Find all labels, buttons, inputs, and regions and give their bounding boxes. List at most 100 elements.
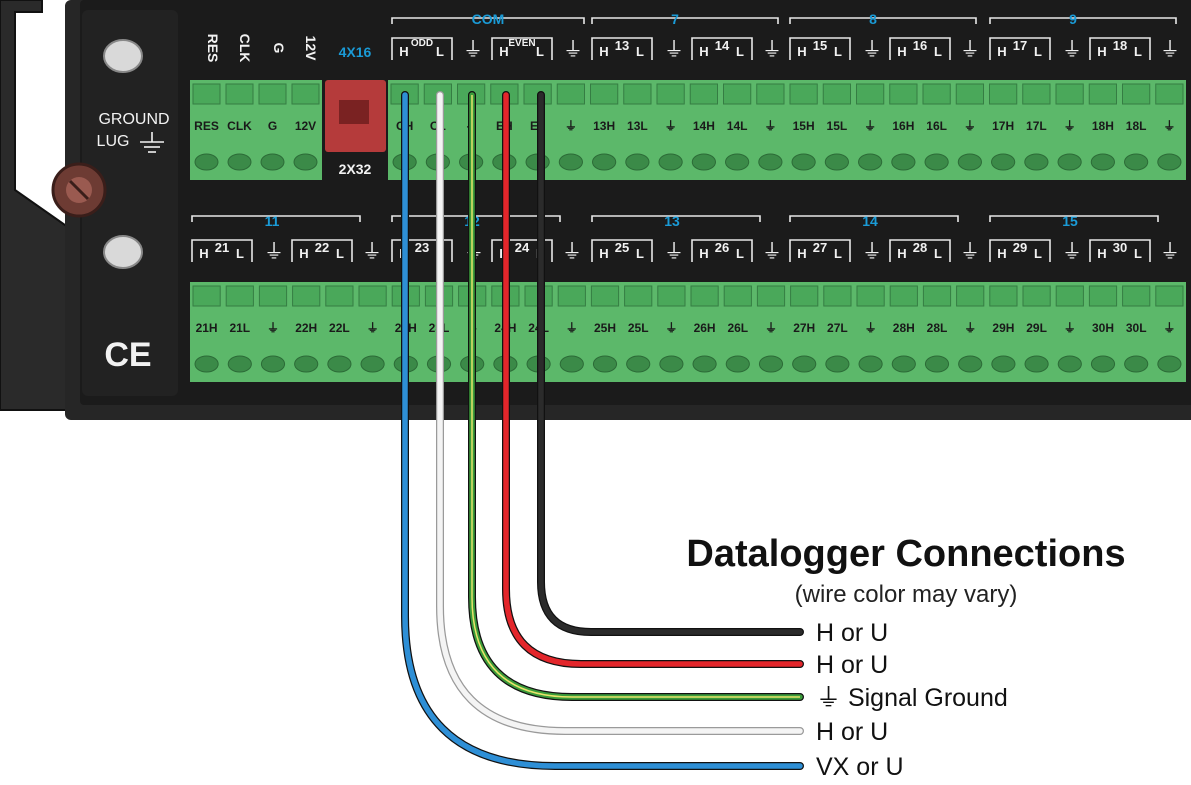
- terminal-screw[interactable]: [1157, 153, 1182, 171]
- terminal-screw[interactable]: [924, 355, 950, 373]
- terminal-clamp[interactable]: [1022, 285, 1051, 307]
- terminal-screw[interactable]: [1124, 355, 1149, 373]
- terminal-screw[interactable]: [260, 355, 286, 373]
- terminal-screw[interactable]: [592, 153, 617, 171]
- terminal-clamp[interactable]: [657, 285, 686, 307]
- terminal-screw[interactable]: [1090, 355, 1116, 373]
- terminal-screw[interactable]: [194, 355, 219, 373]
- dip-switch-actuator[interactable]: [339, 100, 369, 124]
- terminal-screw[interactable]: [659, 355, 684, 373]
- terminal-screw[interactable]: [658, 153, 683, 171]
- terminal-clamp[interactable]: [623, 83, 652, 105]
- terminal-screw[interactable]: [858, 355, 883, 373]
- terminal-clamp[interactable]: [856, 285, 885, 307]
- terminal-clamp[interactable]: [690, 285, 719, 307]
- terminal-clamp[interactable]: [556, 83, 585, 105]
- terminal-screw[interactable]: [327, 355, 352, 373]
- terminal-clamp[interactable]: [823, 285, 852, 307]
- terminal-screw[interactable]: [924, 153, 949, 171]
- terminal-screw[interactable]: [1024, 355, 1049, 373]
- terminal-clamp[interactable]: [292, 285, 321, 307]
- terminal-clamp[interactable]: [1088, 285, 1118, 307]
- terminal-clamp[interactable]: [922, 285, 952, 307]
- terminal-screw[interactable]: [1124, 153, 1149, 171]
- terminal-clamp[interactable]: [856, 83, 885, 105]
- terminal-clamp[interactable]: [756, 285, 786, 307]
- terminal-screw[interactable]: [559, 355, 584, 373]
- terminal-clamp[interactable]: [1122, 285, 1151, 307]
- terminal-screw[interactable]: [360, 355, 385, 373]
- terminal-screw[interactable]: [891, 355, 916, 373]
- terminal-screw[interactable]: [825, 355, 850, 373]
- terminal-screw[interactable]: [1157, 355, 1182, 373]
- terminal-clamp[interactable]: [989, 285, 1018, 307]
- terminal-clamp[interactable]: [258, 285, 288, 307]
- terminal-screw[interactable]: [957, 153, 982, 171]
- terminal-clamp[interactable]: [225, 83, 254, 105]
- terminal-screw[interactable]: [758, 153, 783, 171]
- terminal-screw[interactable]: [1057, 355, 1082, 373]
- terminal-screw[interactable]: [991, 153, 1016, 171]
- terminal-screw[interactable]: [824, 153, 849, 171]
- terminal-screw[interactable]: [1057, 153, 1082, 171]
- terminal-clamp[interactable]: [689, 83, 718, 105]
- terminal-clamp[interactable]: [1055, 83, 1084, 105]
- terminal-screw[interactable]: [792, 355, 817, 373]
- terminal-clamp[interactable]: [822, 83, 851, 105]
- terminal-clamp[interactable]: [723, 83, 752, 105]
- terminal-screw[interactable]: [891, 153, 916, 171]
- terminal-clamp[interactable]: [590, 83, 619, 105]
- terminal-clamp[interactable]: [956, 285, 985, 307]
- terminal-screw[interactable]: [691, 153, 716, 171]
- terminal-screw[interactable]: [558, 153, 583, 171]
- terminal-screw[interactable]: [592, 355, 618, 373]
- terminal-clamp[interactable]: [756, 83, 785, 105]
- terminal-clamp[interactable]: [225, 285, 254, 307]
- terminal-screw[interactable]: [194, 153, 219, 171]
- terminal-screw[interactable]: [725, 153, 750, 171]
- terminal-clamp[interactable]: [723, 285, 752, 307]
- terminal-screw[interactable]: [1090, 153, 1115, 171]
- terminal-screw[interactable]: [725, 355, 750, 373]
- terminal-label: 13L: [627, 119, 648, 133]
- terminal-screw[interactable]: [692, 355, 717, 373]
- terminal-screw[interactable]: [227, 153, 252, 171]
- terminal-screw[interactable]: [227, 355, 252, 373]
- terminal-clamp[interactable]: [291, 83, 320, 105]
- terminal-clamp[interactable]: [258, 83, 287, 105]
- terminal-clamp[interactable]: [1122, 83, 1151, 105]
- terminal-clamp[interactable]: [358, 285, 387, 307]
- terminal-clamp[interactable]: [790, 285, 819, 307]
- terminal-clamp[interactable]: [624, 285, 653, 307]
- terminal-screw[interactable]: [791, 153, 816, 171]
- terminal-clamp[interactable]: [889, 285, 918, 307]
- terminal-label: ⏚: [1163, 119, 1175, 133]
- terminal-screw[interactable]: [294, 355, 319, 373]
- terminal-screw[interactable]: [626, 355, 651, 373]
- terminal-clamp[interactable]: [989, 83, 1018, 105]
- terminal-screw[interactable]: [958, 355, 983, 373]
- terminal-label: 27L: [827, 321, 848, 335]
- terminal-screw[interactable]: [991, 355, 1016, 373]
- terminal-screw[interactable]: [1024, 153, 1049, 171]
- terminal-clamp[interactable]: [590, 285, 620, 307]
- terminal-clamp[interactable]: [922, 83, 951, 105]
- terminal-clamp[interactable]: [955, 83, 984, 105]
- terminal-screw[interactable]: [260, 153, 285, 171]
- terminal-clamp[interactable]: [789, 83, 818, 105]
- terminal-clamp[interactable]: [1055, 285, 1084, 307]
- terminal-clamp[interactable]: [1022, 83, 1051, 105]
- terminal-clamp[interactable]: [192, 83, 221, 105]
- terminal-screw[interactable]: [625, 153, 650, 171]
- terminal-screw[interactable]: [858, 153, 883, 171]
- terminal-clamp[interactable]: [1155, 83, 1184, 105]
- terminal-clamp[interactable]: [656, 83, 685, 105]
- terminal-clamp[interactable]: [192, 285, 221, 307]
- terminal-clamp[interactable]: [1155, 285, 1184, 307]
- terminal-clamp[interactable]: [557, 285, 586, 307]
- terminal-clamp[interactable]: [325, 285, 354, 307]
- terminal-clamp[interactable]: [889, 83, 918, 105]
- terminal-screw[interactable]: [758, 355, 784, 373]
- terminal-screw[interactable]: [293, 153, 318, 171]
- terminal-clamp[interactable]: [1088, 83, 1117, 105]
